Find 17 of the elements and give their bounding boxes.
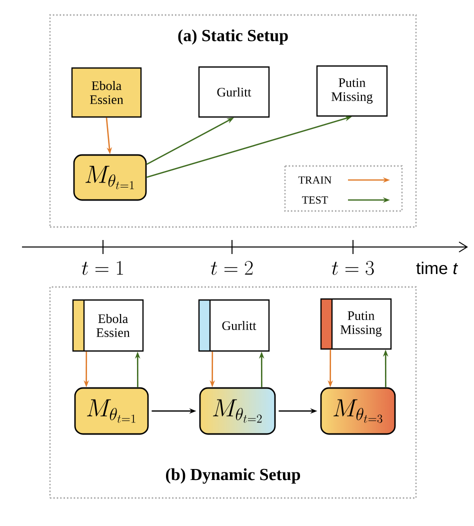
panel-title: (a) Static Setup — [178, 29, 288, 45]
text-box: Ebola Essien — [72, 299, 144, 352]
panel-title: (b) Dynamic Setup — [166, 468, 300, 484]
time-label: $t = 1$ — [82, 261, 123, 275]
text-box: Putin Missing — [320, 298, 392, 350]
model-box: $M_{\theta_{t=1}}$ — [74, 387, 149, 435]
text-box: Gurlitt — [198, 66, 270, 118]
model-box: $M_{\theta_{t=1}}$ — [73, 154, 147, 201]
time-label: $t = 2$ — [210, 261, 253, 275]
text-box: Gurlitt — [198, 299, 270, 352]
model-box: $M_{\theta_{t=2}}$ — [199, 387, 276, 435]
text-box: Ebola Essien — [71, 67, 142, 118]
text-box: Putin Missing — [316, 65, 388, 117]
legend: TRAIN TEST — [284, 165, 403, 212]
axis-label: time t — [416, 262, 458, 274]
model-box: $M_{\theta_{t=3}}$ — [320, 387, 396, 435]
time-label: $t = 3$ — [332, 261, 374, 275]
